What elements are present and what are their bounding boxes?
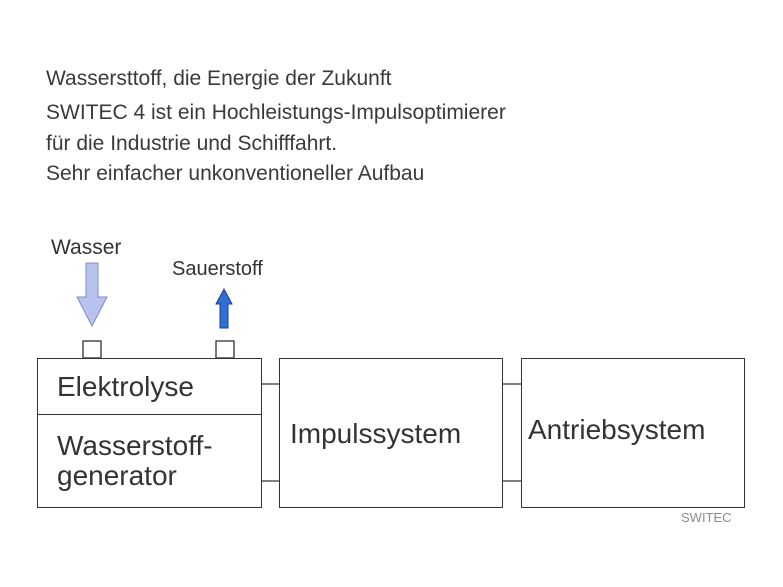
water-inlet-nozzle	[82, 340, 102, 359]
block-divider	[38, 414, 261, 415]
drive-system-block: Antriebsystem	[521, 358, 745, 508]
brand-watermark: SWITEC	[681, 510, 732, 525]
water-input-label: Wasser	[51, 236, 122, 259]
description-line-2: für die Industrie und Schifffahrt.	[46, 132, 338, 155]
oxygen-output-arrow	[215, 287, 233, 329]
oxygen-output-label: Sauerstoff	[172, 258, 263, 280]
page-title: Wassersttoff, die Energie der Zukunft	[46, 67, 392, 90]
description-line-1: SWITEC 4 ist ein Hochleistungs-Impulsopt…	[46, 101, 506, 124]
hydrogen-generator-label-line-1: Wasserstoff-	[57, 430, 213, 461]
oxygen-outlet-nozzle	[215, 340, 235, 359]
electrolysis-generator-block: Elektrolyse Wasserstoff- generator	[37, 358, 262, 508]
water-input-arrow	[76, 262, 108, 328]
drive-system-label: Antriebsystem	[528, 414, 706, 445]
description-line-3: Sehr einfacher unkonventioneller Aufbau	[46, 162, 425, 185]
impulse-system-label: Impulssystem	[290, 418, 462, 449]
electrolysis-label: Elektrolyse	[57, 371, 194, 402]
hydrogen-generator-label-line-2: generator	[57, 460, 177, 491]
impulse-system-block: Impulssystem	[279, 358, 503, 508]
